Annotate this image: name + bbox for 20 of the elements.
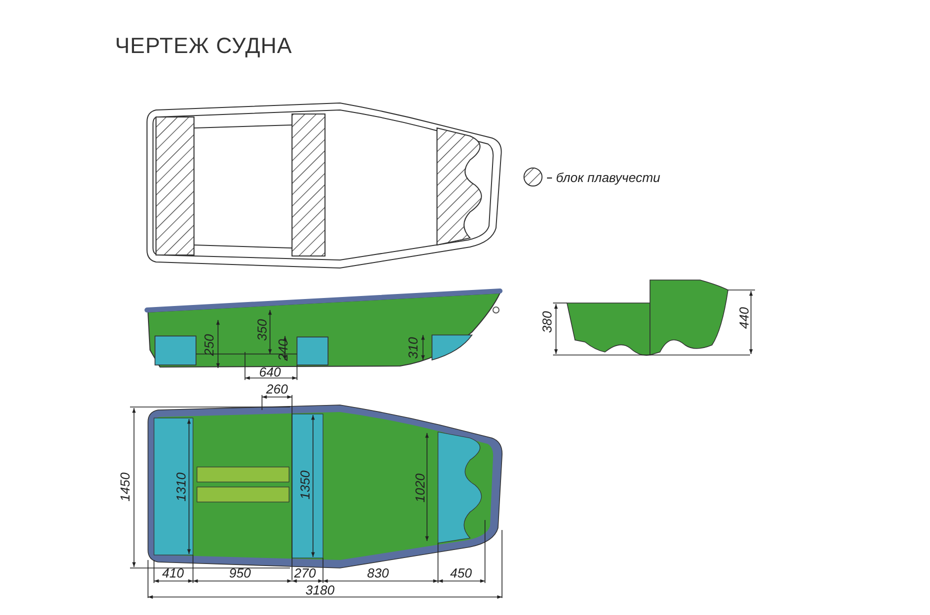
dimension-value: 950 — [229, 566, 251, 580]
dimension-value: 830 — [367, 566, 389, 580]
dimension-value: 410 — [162, 566, 184, 580]
dimension-value: 380 — [540, 311, 554, 333]
dimension-value: 1020 — [414, 474, 426, 502]
dimension-value: 310 — [406, 337, 420, 359]
dimension-value: 640 — [259, 366, 281, 378]
legend-text: блок плавучести — [556, 170, 660, 185]
dimension-value: 250 — [202, 334, 216, 356]
dimension-value: 1450 — [118, 472, 132, 502]
dimension-value: 260 — [266, 382, 288, 396]
dimension-value: 1350 — [298, 470, 312, 500]
dimension-value: 440 — [738, 307, 750, 329]
dimension-value: 270 — [294, 566, 316, 580]
title: ЧЕРТЕЖ СУДНА — [115, 33, 292, 59]
dimension-value: 240 — [276, 339, 290, 361]
dimension-value: 3180 — [306, 584, 334, 596]
dimension-value: 450 — [450, 566, 472, 580]
dimension-value: 350 — [256, 319, 268, 341]
dimension-value: 1310 — [174, 472, 188, 502]
